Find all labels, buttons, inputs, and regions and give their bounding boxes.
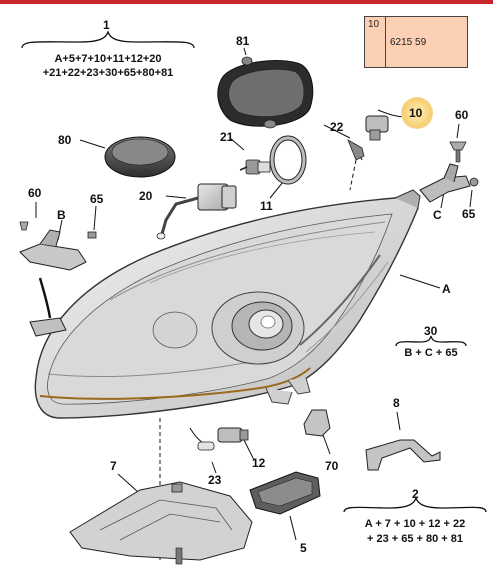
bracket-1 <box>21 29 195 49</box>
part-5-cover <box>249 471 321 515</box>
formula-1-line-2: +21+22+23+30+65+80+81 <box>42 67 174 79</box>
formula-1-line-1: A+5+7+10+11+12+20 <box>54 53 162 65</box>
callout-10: 10 <box>409 106 423 120</box>
highlight-marker-10 <box>401 97 433 129</box>
callout-65-right: 65 <box>462 207 476 221</box>
callout-21: 21 <box>220 130 234 144</box>
callout-11: 11 <box>260 199 273 213</box>
part-b-bracket <box>19 221 97 337</box>
part-70-clip <box>303 409 331 437</box>
part-12-socket <box>217 427 249 443</box>
part-23-bulb <box>197 441 215 451</box>
formula-30: B + C + 65 <box>404 347 458 359</box>
part-60-screw-right <box>449 141 467 163</box>
callout-7: 7 <box>110 459 117 473</box>
part-81-cover <box>217 56 314 129</box>
callout-81: 81 <box>236 34 250 48</box>
callout-60-right: 60 <box>455 108 469 122</box>
part-80-cap <box>104 136 176 178</box>
callout-23: 23 <box>208 473 222 487</box>
callout-a: A <box>442 282 451 296</box>
top-accent-bar <box>0 0 493 4</box>
bracket-2 <box>343 495 487 513</box>
callout-80: 80 <box>58 133 72 147</box>
part-22-connector <box>347 139 365 161</box>
callout-60-left: 60 <box>28 186 42 200</box>
callout-5: 5 <box>300 541 307 555</box>
callout-30: 30 <box>424 324 438 338</box>
callout-12: 12 <box>252 456 266 470</box>
bracket-30 <box>395 335 467 347</box>
part-7-undertray <box>69 481 253 565</box>
part-11-retaining-ring <box>269 135 307 185</box>
formula-2-line-1: A + 7 + 10 + 12 + 22 <box>364 518 466 530</box>
callout-22: 22 <box>330 120 344 134</box>
part-c-bracket <box>419 163 479 203</box>
part-10-actuator <box>365 115 389 141</box>
callout-65-left: 65 <box>90 192 104 206</box>
reference-divider <box>385 17 386 67</box>
callout-8: 8 <box>393 396 400 410</box>
callout-1: 1 <box>103 18 110 32</box>
reference-number: 10 <box>368 19 380 30</box>
callout-70: 70 <box>325 459 339 473</box>
reference-code: 6215 59 <box>390 37 427 48</box>
callout-c: C <box>433 208 442 222</box>
reference-box: 10 6215 59 <box>364 16 468 68</box>
part-20-xenon-bulb <box>156 183 237 240</box>
part-21-bulb <box>239 159 271 175</box>
part-8-bracket <box>365 439 441 471</box>
callout-20: 20 <box>139 189 153 203</box>
formula-2-line-2: + 23 + 65 + 80 + 81 <box>366 533 464 545</box>
headlamp-assembly <box>34 189 421 419</box>
callout-2: 2 <box>412 487 419 501</box>
callout-b: B <box>57 208 66 222</box>
